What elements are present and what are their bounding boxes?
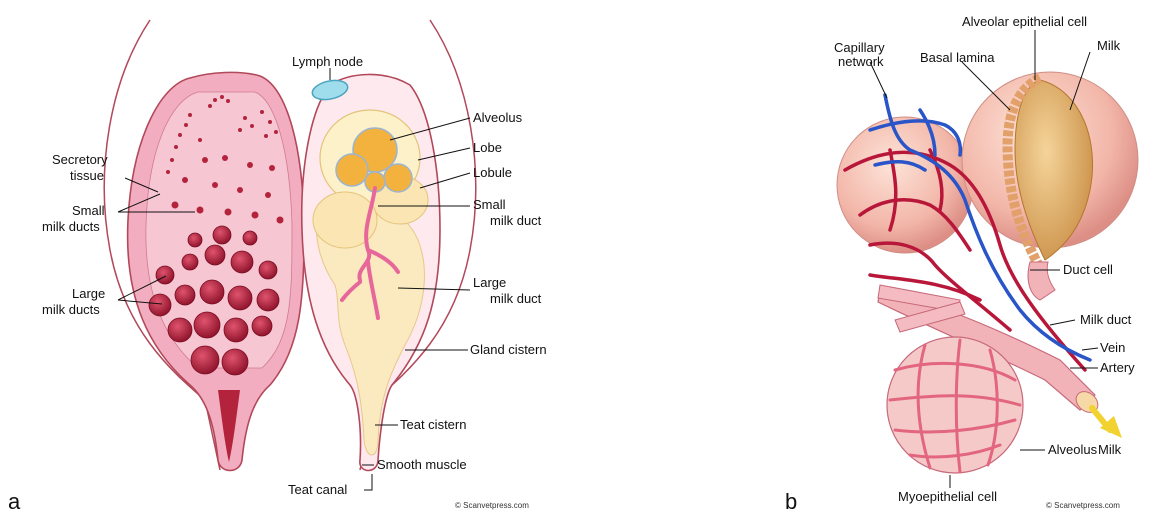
alveolus-top-left [837, 117, 973, 253]
label-large-milk-duct-line1: Large [473, 275, 506, 290]
panel-letter-a: a [8, 489, 21, 514]
panel-letter-b: b [785, 489, 797, 514]
label-lymph-node: Lymph node [292, 54, 363, 69]
label-milk-bottom: Milk [1098, 442, 1122, 457]
label-alveolus-a: Alveolus [473, 110, 523, 125]
credit-a: © Scanvetpress.com [455, 501, 529, 510]
label-smooth-muscle: Smooth muscle [377, 457, 467, 472]
label-small-milk-duct-line2: milk duct [490, 213, 542, 228]
label-milk-top: Milk [1097, 38, 1121, 53]
label-small-milk-duct-line1: Small [473, 197, 506, 212]
label-small-milk-ducts-line2: milk ducts [42, 219, 100, 234]
label-artery: Artery [1100, 360, 1135, 375]
label-secretory-tissue-line2: tissue [70, 168, 104, 183]
label-secretory-tissue-line1: Secretory [52, 152, 108, 167]
milk-outflow-arrow [1092, 408, 1122, 438]
label-alveolus-b: Alveolus [1048, 442, 1098, 457]
label-duct-cell: Duct cell [1063, 262, 1113, 277]
label-lobe: Lobe [473, 140, 502, 155]
label-teat-cistern: Teat cistern [400, 417, 466, 432]
label-milk-duct: Milk duct [1080, 312, 1132, 327]
label-large-milk-duct-line2: milk duct [490, 291, 542, 306]
duct-neck [1028, 262, 1055, 300]
panel-b: Alveolar epithelial cell Capillary netwo… [785, 14, 1138, 514]
label-teat-canal: Teat canal [288, 482, 347, 497]
label-large-milk-ducts-line1: Large [72, 286, 105, 301]
label-capillary-network-line2: network [838, 54, 884, 69]
label-capillary-network-line1: Capillary [834, 40, 885, 55]
panel-a: Lymph node Secretory tissue Small milk d… [8, 20, 547, 514]
label-basal-lamina: Basal lamina [920, 50, 995, 65]
label-alveolar-epithelial-cell: Alveolar epithelial cell [962, 14, 1087, 29]
label-large-milk-ducts-line2: milk ducts [42, 302, 100, 317]
label-lobule: Lobule [473, 165, 512, 180]
credit-b: © Scanvetpress.com [1046, 501, 1120, 510]
label-gland-cistern: Gland cistern [470, 342, 547, 357]
label-myoepithelial-cell: Myoepithelial cell [898, 489, 997, 504]
label-vein: Vein [1100, 340, 1125, 355]
label-small-milk-ducts-line1: Small [72, 203, 105, 218]
